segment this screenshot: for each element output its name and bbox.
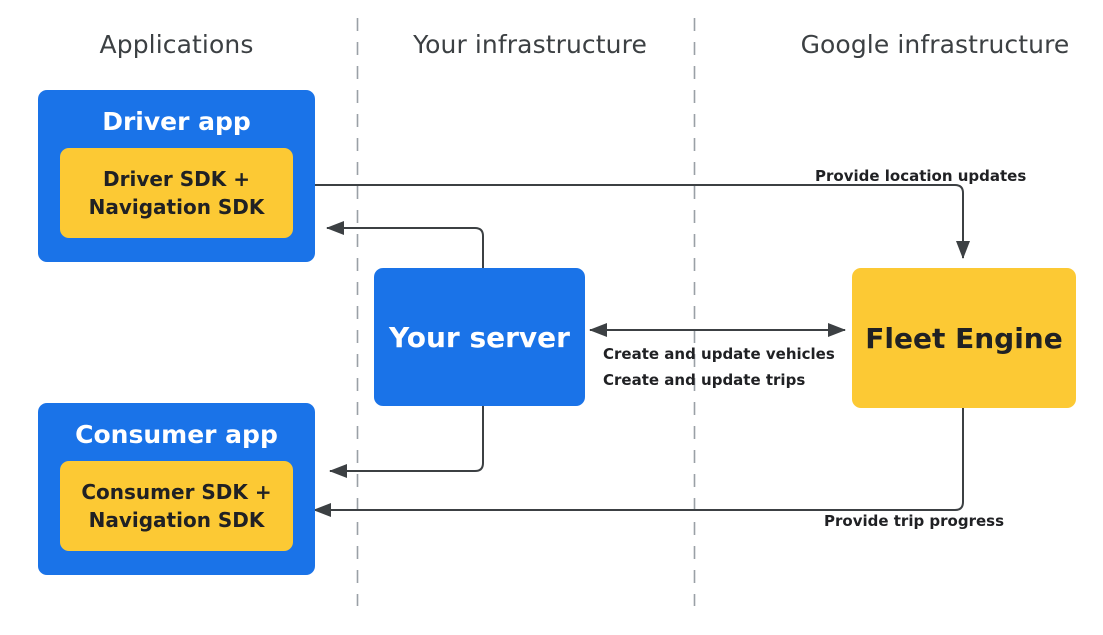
column-header-google-infrastructure: Google infrastructure (800, 30, 1070, 59)
driver-sdk-line-2: Navigation SDK (88, 195, 265, 219)
consumer-app-title: Consumer app (75, 420, 278, 449)
edge-label-create-update-vehicles: Create and update vehicles (603, 345, 835, 363)
driver-sdk-line-1: Driver SDK + (103, 167, 250, 191)
node-driver-app[interactable]: Driver app Driver SDK + Navigation SDK (38, 90, 315, 262)
wire-driver-to-fleet-engine (293, 184, 970, 259)
edge-label-create-update-trips: Create and update trips (603, 371, 806, 389)
fleet-engine-title: Fleet Engine (865, 321, 1063, 355)
column-header-applications: Applications (99, 30, 254, 59)
edge-label-provide-trip-progress: Provide trip progress (824, 512, 1005, 530)
wire-server-to-driver (326, 221, 484, 268)
node-fleet-engine[interactable]: Fleet Engine (852, 268, 1076, 408)
edge-label-provide-location-updates: Provide location updates (815, 167, 1027, 185)
consumer-sdk-line-1: Consumer SDK + (81, 480, 272, 504)
your-server-title: Your server (389, 320, 570, 354)
node-driver-sdk[interactable]: Driver SDK + Navigation SDK (60, 148, 293, 238)
node-your-server[interactable]: Your server (374, 268, 585, 406)
driver-app-title: Driver app (102, 107, 251, 136)
column-header-your-infrastructure: Your infrastructure (413, 30, 647, 59)
wire-server-to-consumer (329, 406, 484, 478)
consumer-sdk-line-2: Navigation SDK (88, 508, 265, 532)
node-consumer-app[interactable]: Consumer app Consumer SDK + Navigation S… (38, 403, 315, 575)
node-consumer-sdk[interactable]: Consumer SDK + Navigation SDK (60, 461, 293, 551)
wire-fleet-engine-to-consumer (313, 408, 964, 517)
